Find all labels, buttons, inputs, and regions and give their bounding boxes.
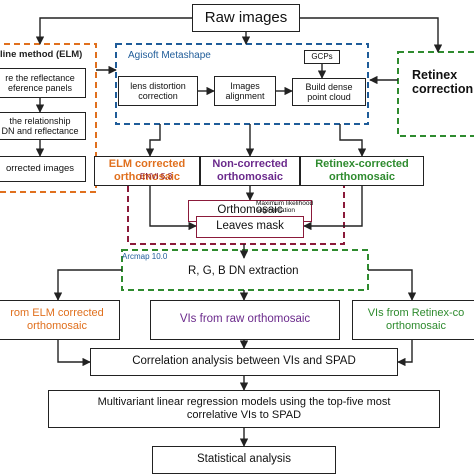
retinex-correction-label: Retinex correction xyxy=(412,68,474,97)
raw-images-box: Raw images xyxy=(192,4,300,32)
arrow-extraction-to-vis-retinex xyxy=(368,269,417,301)
envi-group-title: ENVI 5.3 xyxy=(140,172,173,181)
arrow-raw-to-elm xyxy=(35,17,192,45)
arrow-raw-to-retinex xyxy=(300,17,443,53)
dense-cloud-box: Build dense point cloud xyxy=(292,78,366,106)
regression-models-box: Multivariant linear regression models us… xyxy=(48,390,440,428)
arrow-agisoft-to-retinex-ortho xyxy=(339,124,367,157)
elm-corrected-orthomosaic: ELM corrected orthomosaic xyxy=(94,156,200,186)
arrow-retinex-ortho-to-leaves xyxy=(303,186,363,231)
elm-group-title: line method (ELM) xyxy=(0,49,83,60)
retinex-corrected-orthomosaic: Retinex-corrected orthomosaic xyxy=(300,156,424,186)
elm-step-dn-reflectance: the relationship DN and reflectance xyxy=(0,112,86,140)
leaves-mask-box: Leaves mask xyxy=(196,216,304,238)
arrow-extraction-to-vis-elm xyxy=(53,269,122,301)
envi-group-frame xyxy=(127,167,345,245)
statistical-analysis-box: Statistical analysis xyxy=(152,446,336,474)
arrow-agisoft-to-elm-ortho xyxy=(145,124,161,157)
elm-step-corrected-images: orrected images xyxy=(0,156,86,182)
images-alignment-box: Images alignment xyxy=(214,76,276,106)
correlation-analysis-box: Correlation analysis between VIs and SPA… xyxy=(90,348,398,376)
arcmap-group-title: Arcmap 10.0 xyxy=(122,252,168,261)
arrow-vis-retinex-to-corr xyxy=(397,340,413,367)
non-corrected-orthomosaic: Non-corrected orthomosaic xyxy=(200,156,300,186)
vis-retinex-orthomosaic: VIs from Retinex-co orthomosaic xyxy=(352,300,474,340)
elm-group-frame xyxy=(0,43,97,193)
vis-elm-orthomosaic: rom ELM corrected orthomosaic xyxy=(0,300,120,340)
gcps-box: GCPs xyxy=(304,50,340,64)
elm-step-reflectance-panels: re the reflectance eference panels xyxy=(0,68,86,98)
arrow-vis-elm-to-corr xyxy=(57,340,91,367)
lens-distortion-box: lens distortion correction xyxy=(118,76,198,106)
rgb-dn-extraction-label: R, G, B DN extraction xyxy=(188,265,299,277)
segmentation-note: Maximum likelihood segmentation xyxy=(256,200,314,215)
agisoft-group-title: Agisoft Metashape xyxy=(128,50,211,61)
vis-raw-orthomosaic: VIs from raw orthomosaic xyxy=(150,300,340,340)
arrow-elm-ortho-to-leaves xyxy=(149,186,197,231)
